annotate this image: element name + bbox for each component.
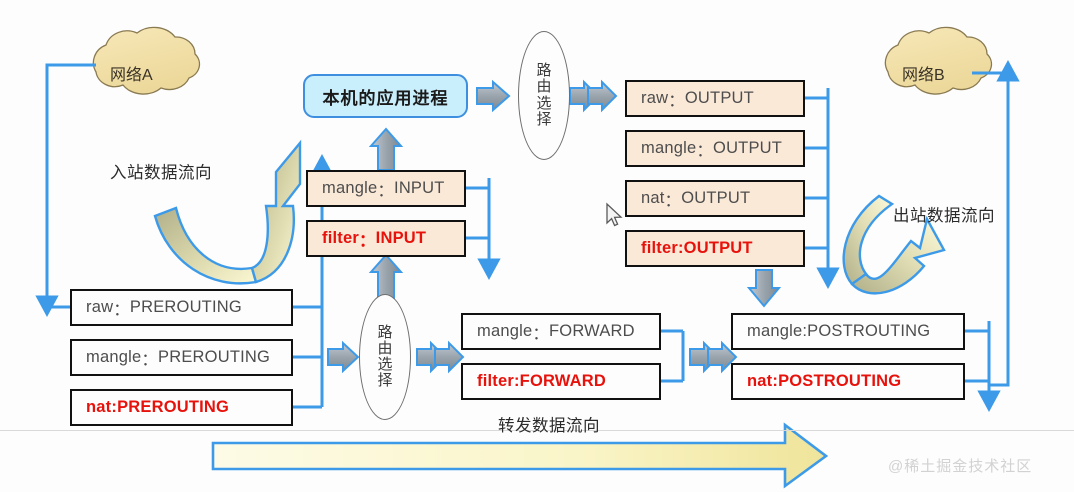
routing-char: 由 bbox=[536, 78, 552, 96]
rule-chain: INPUT bbox=[394, 179, 445, 197]
rule-table: filter bbox=[322, 229, 359, 247]
rule-box-mangle-output[interactable]: mangle ： OUTPUT bbox=[625, 130, 805, 167]
rule-table: nat bbox=[86, 398, 112, 416]
chevron-routing-to-forward bbox=[416, 340, 465, 374]
chevron-routing-to-output bbox=[569, 79, 618, 113]
rule-box-nat-postrouting[interactable]: nat : POSTROUTING bbox=[731, 363, 965, 400]
routing-char: 择 bbox=[377, 372, 393, 390]
rule-table: nat bbox=[641, 189, 665, 207]
rule-separator: : bbox=[772, 372, 779, 390]
routing-char: 择 bbox=[536, 110, 552, 128]
rule-box-mangle-postrouting[interactable]: mangle : POSTROUTING bbox=[731, 313, 965, 350]
rule-chain: OUTPUT bbox=[683, 239, 753, 257]
rule-box-filter-input[interactable]: filter ： INPUT bbox=[306, 220, 466, 257]
chevron-routing-to-input bbox=[368, 253, 404, 299]
rule-box-mangle-prerouting[interactable]: mangle ： PREROUTING bbox=[70, 339, 293, 376]
routing-decision-top[interactable]: 路 由 选 择 bbox=[518, 31, 570, 160]
rule-chain: INPUT bbox=[375, 229, 427, 247]
rule-table: mangle bbox=[641, 139, 697, 157]
outbound-flow-arrow bbox=[842, 194, 946, 295]
caption-forward-flow: 转发数据流向 bbox=[498, 417, 600, 435]
wire-clouda-to-prerouting bbox=[35, 63, 96, 317]
rule-separator: ： bbox=[532, 324, 550, 343]
routing-char: 选 bbox=[377, 356, 393, 373]
rule-chain: OUTPUT bbox=[713, 139, 783, 157]
cloud-network-b-shape bbox=[884, 26, 993, 95]
cloud-network-a-shape bbox=[92, 26, 201, 95]
local-process-box[interactable]: 本机的应用进程 bbox=[303, 74, 468, 118]
rule-chain: POSTROUTING bbox=[807, 322, 931, 340]
rule-box-nat-output[interactable]: nat ： OUTPUT bbox=[625, 180, 805, 217]
rule-chain: PREROUTING bbox=[158, 348, 271, 366]
rule-chain: FORWARD bbox=[549, 322, 635, 340]
rule-separator: ： bbox=[141, 350, 159, 369]
rule-chain: OUTPUT bbox=[684, 89, 754, 107]
rule-box-filter-output[interactable]: filter : OUTPUT bbox=[625, 230, 805, 267]
caption-inbound-flow: 入站数据流向 bbox=[110, 164, 212, 182]
rule-chain: PREROUTING bbox=[129, 298, 242, 316]
rule-box-raw-output[interactable]: raw ： OUTPUT bbox=[625, 80, 805, 117]
routing-char: 由 bbox=[377, 339, 393, 357]
rule-box-mangle-input[interactable]: mangle ： INPUT bbox=[306, 170, 466, 207]
mouse-cursor bbox=[606, 202, 623, 227]
chevron-proc-to-routing bbox=[476, 79, 511, 113]
rule-separator: ： bbox=[664, 191, 682, 210]
rule-chain: PREROUTING bbox=[117, 398, 230, 416]
forward-flow-arrow bbox=[211, 422, 829, 489]
rule-table: mangle bbox=[86, 348, 142, 366]
wire-postrouting-to-cloudb bbox=[965, 60, 1020, 412]
rule-table: filter bbox=[641, 239, 678, 257]
rule-separator: ： bbox=[696, 141, 714, 160]
rule-separator: : bbox=[677, 239, 684, 257]
routing-decision-bottom[interactable]: 路 由 选 择 bbox=[359, 294, 411, 420]
watermark: @稀土掘金技术社区 bbox=[888, 458, 1033, 475]
rule-box-raw-prerouting[interactable]: raw ： PREROUTING bbox=[70, 289, 293, 326]
wire-forward-bus bbox=[661, 329, 685, 383]
rule-table: mangle bbox=[477, 322, 533, 340]
rule-chain: OUTPUT bbox=[681, 189, 751, 207]
inbound-flow-arrow bbox=[153, 139, 302, 285]
rule-separator: : bbox=[802, 322, 808, 340]
rule-table: raw bbox=[641, 89, 669, 107]
rule-separator: ： bbox=[377, 181, 395, 200]
rule-separator: : bbox=[111, 398, 118, 416]
rule-table: nat bbox=[747, 372, 773, 390]
cloud-network-a-label: 网络A bbox=[110, 67, 153, 84]
rule-chain: FORWARD bbox=[519, 372, 607, 390]
cloud-network-b-label: 网络B bbox=[902, 67, 945, 84]
routing-char: 选 bbox=[536, 94, 552, 112]
routing-char: 路 bbox=[536, 62, 552, 80]
rule-box-nat-prerouting[interactable]: nat : PREROUTING bbox=[70, 389, 293, 426]
rule-chain: POSTROUTING bbox=[778, 372, 902, 390]
chevron-output-to-postrouting bbox=[746, 269, 782, 308]
rule-box-mangle-forward[interactable]: mangle ： FORWARD bbox=[461, 313, 661, 350]
rule-box-filter-forward[interactable]: filter : FORWARD bbox=[461, 363, 661, 400]
routing-char: 路 bbox=[377, 323, 393, 341]
wire-input-bus bbox=[466, 178, 501, 280]
rule-separator: ： bbox=[668, 91, 685, 110]
chevron-forward-to-postrouting bbox=[689, 340, 738, 374]
rule-separator: : bbox=[513, 372, 520, 390]
rule-table: mangle bbox=[322, 179, 378, 197]
rule-separator: ： bbox=[113, 300, 130, 319]
chevron-prerouting-to-routing bbox=[327, 340, 360, 374]
rule-table: filter bbox=[477, 372, 514, 390]
wire-output-bus bbox=[805, 88, 840, 289]
rule-separator: ： bbox=[358, 231, 376, 250]
caption-outbound-flow: 出站数据流向 bbox=[893, 207, 995, 225]
chevron-input-to-proc bbox=[368, 127, 404, 171]
rule-table: raw bbox=[86, 298, 114, 316]
rule-table: mangle bbox=[747, 322, 803, 340]
wire-prerouting-bus bbox=[293, 185, 324, 409]
